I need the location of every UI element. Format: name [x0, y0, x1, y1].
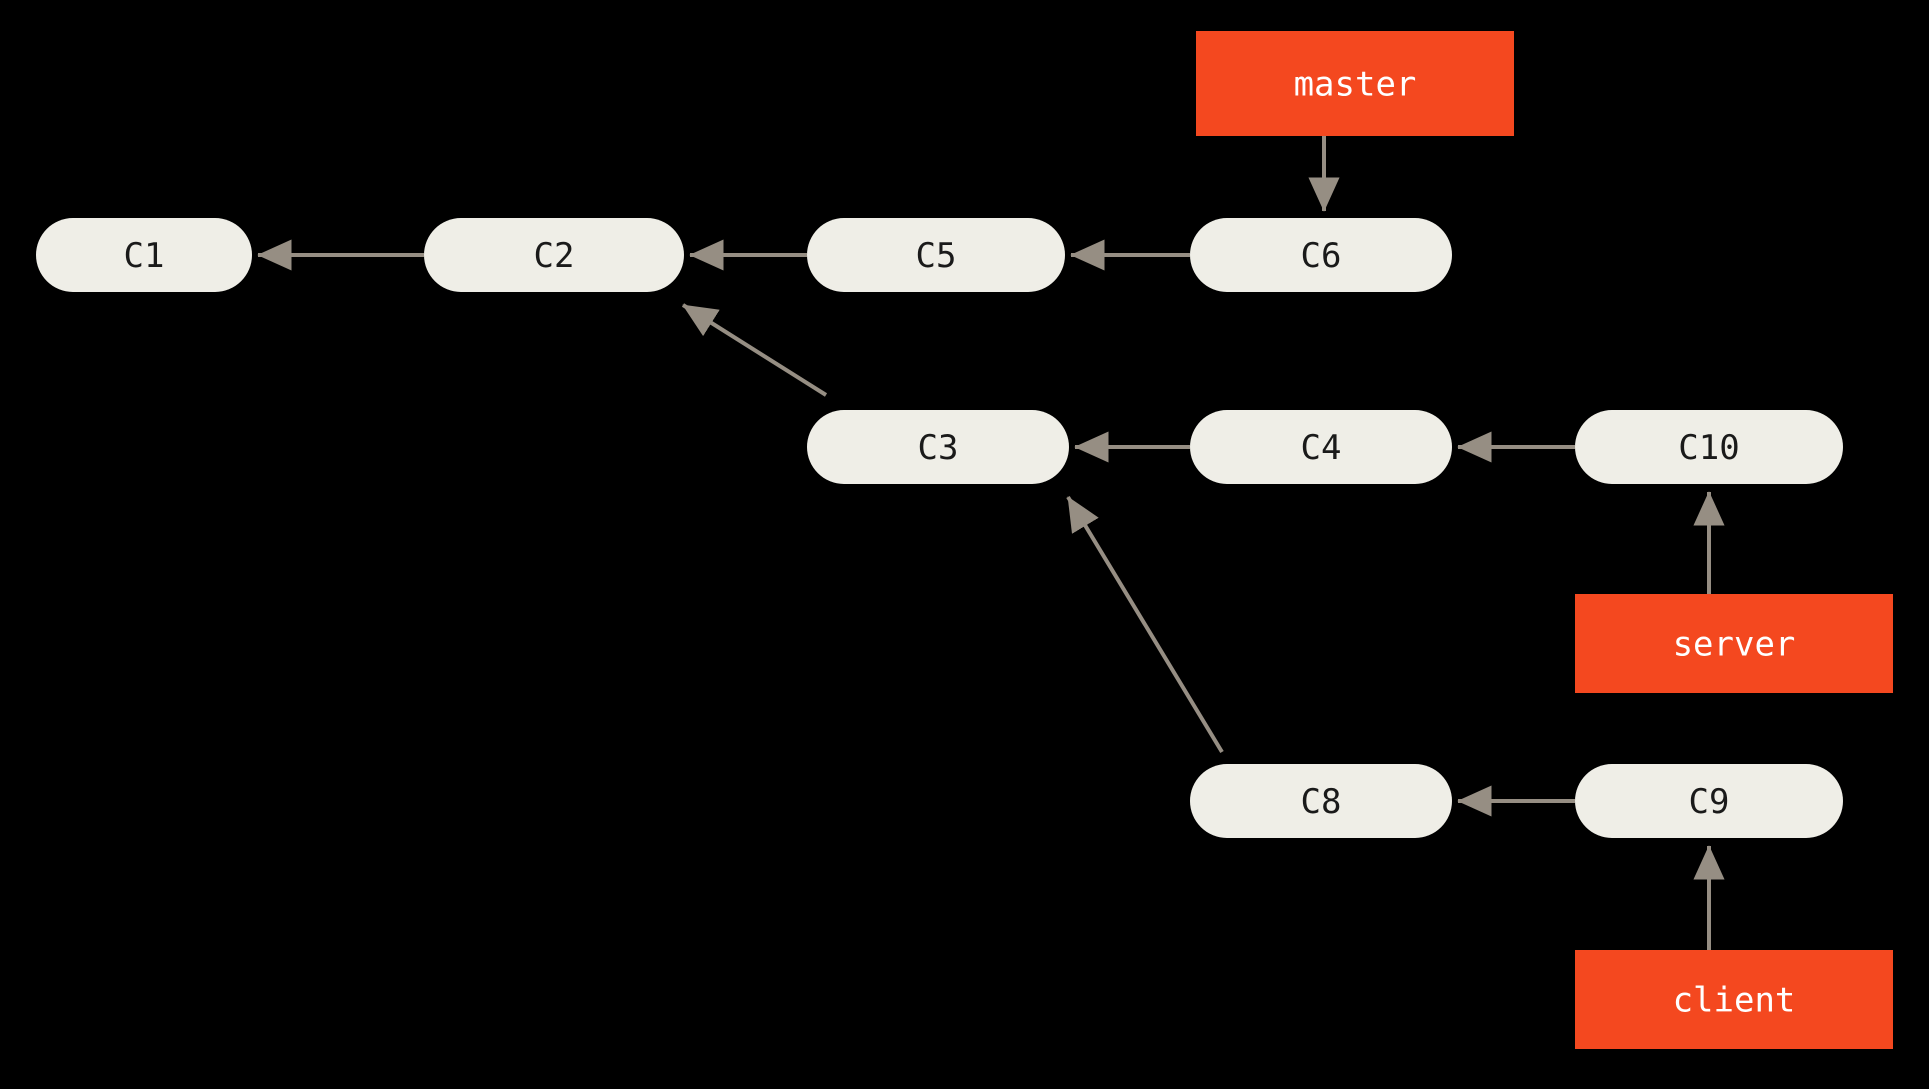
commit-label-c10: C10 [1678, 428, 1739, 468]
commit-label-c3: C3 [918, 428, 959, 468]
commit-shape-c3 [807, 410, 1069, 484]
commit-shape-c2 [424, 218, 684, 292]
branch-label-master[interactable]: master [1196, 31, 1514, 136]
edge-c3-to-c2 [681, 303, 828, 397]
commit-shape-c10 [1575, 410, 1843, 484]
commit-node-c9[interactable]: C9 [1575, 764, 1843, 838]
commit-node-c2[interactable]: C2 [424, 218, 684, 292]
branch-shape-server [1575, 594, 1893, 693]
commit-label-c2: C2 [534, 236, 575, 276]
commit-node-c10[interactable]: C10 [1575, 410, 1843, 484]
commit-shape-c5 [807, 218, 1065, 292]
commit-label-c5: C5 [916, 236, 957, 276]
commit-node-c3[interactable]: C3 [807, 410, 1069, 484]
branch-text-server: server [1673, 625, 1796, 665]
branches-layer: master server client [1196, 31, 1893, 1049]
commit-node-c4[interactable]: C4 [1190, 410, 1452, 484]
branch-text-master: master [1294, 65, 1417, 105]
commit-shape-c8 [1190, 764, 1452, 838]
commit-label-c4: C4 [1301, 428, 1342, 468]
commit-label-c1: C1 [124, 236, 165, 276]
branch-text-client: client [1673, 981, 1796, 1021]
branch-label-client[interactable]: client [1575, 950, 1893, 1049]
commit-node-c8[interactable]: C8 [1190, 764, 1452, 838]
commit-shape-c1 [36, 218, 252, 292]
branch-shape-client [1575, 950, 1893, 1049]
commit-label-c6: C6 [1301, 236, 1342, 276]
branch-label-server[interactable]: server [1575, 594, 1893, 693]
commit-shape-c4 [1190, 410, 1452, 484]
commit-shape-c6 [1190, 218, 1452, 292]
commit-node-c1[interactable]: C1 [36, 218, 252, 292]
edge-c8-to-c3 [1066, 495, 1224, 754]
branch-shape-master [1196, 31, 1514, 136]
commit-label-c9: C9 [1689, 782, 1730, 822]
commit-label-c8: C8 [1301, 782, 1342, 822]
commit-node-c5[interactable]: C5 [807, 218, 1065, 292]
edges-layer [257, 136, 1725, 950]
commit-node-c6[interactable]: C6 [1190, 218, 1452, 292]
commit-shape-c9 [1575, 764, 1843, 838]
